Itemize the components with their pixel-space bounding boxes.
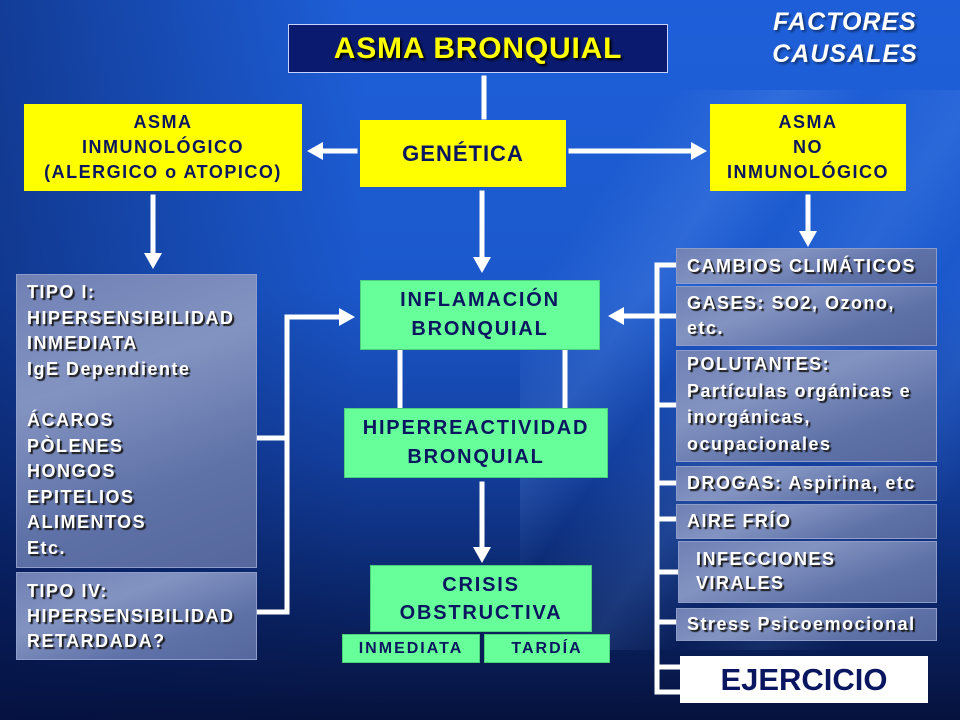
type-1-hypersensitivity-box: TIPO I: HIPERSENSIBILIDAD INMEDIATA IgE … [16,274,257,568]
factor-label: DROGAS: Aspirina, etc [687,473,916,493]
inflammation-line-1: INFLAMACIÓN [400,289,560,311]
trigger-item: Etc. [27,537,67,558]
factor-label: CAMBIOS CLIMÁTICOS [687,255,916,276]
factor-drugs: DROGAS: Aspirina, etc [676,466,937,501]
factor-label: VIRALES [696,573,785,593]
factor-label: GASES: SO2, Ozono, [687,293,896,313]
hyperreactivity-line-2: BRONQUIAL [407,446,545,468]
obstructive-crisis-box: CRISIS OBSTRUCTIVA [370,565,592,632]
immunologic-asthma-line-3: (ALERGICO o ATOPICO) [44,162,282,182]
crisis-phase-late: TARDÍA [484,634,610,663]
immunologic-asthma-box: ASMA INMUNOLÓGICO (ALERGICO o ATOPICO) [24,104,302,191]
type-1-line: INMEDIATA [27,333,138,354]
page-title-text: ASMA BRONQUIAL [333,31,623,65]
non-immunologic-asthma-line-3: INMUNOLÓGICO [727,162,889,182]
factor-exercise: EJERCICIO [680,656,928,703]
immunologic-asthma-line-2: INMUNOLÓGICO [82,137,244,157]
corner-caption-line-1: FACTORES [773,8,917,36]
type-1-triggers: ÁCAROS PÒLENES HONGOS EPITELIOS ALIMENTO… [27,408,256,562]
factor-label: AIRE FRÍO [687,511,792,531]
factor-label: POLUTANTES: [687,354,831,374]
trigger-item: HONGOS [27,461,117,482]
arrow-down-crisis-head [473,547,491,563]
trigger-item: PÒLENES [27,435,124,456]
crisis-phase-late-label: TARDÍA [511,640,583,657]
type-1-line: TIPO I: [27,282,96,302]
non-immunologic-asthma-line-2: NO [793,137,823,157]
type-4-line: HIPERSENSIBILIDAD [27,606,235,626]
type-4-line: RETARDADA? [27,631,166,651]
type-1-line: IgE Dependiente [27,358,191,379]
immunologic-asthma-line-1: ASMA [133,112,193,132]
arrow-to-inflammation-right-head [608,307,624,325]
arrow-down-non-immunologic-head [799,231,817,247]
arrow-down-genetics-head [473,257,491,273]
crisis-phase-immediate: INMEDIATA [342,634,480,663]
trigger-item: EPITELIOS [27,486,135,507]
type-4-hypersensitivity-box: TIPO IV: HIPERSENSIBILIDAD RETARDADA? [16,572,257,660]
non-immunologic-asthma-box: ASMA NO INMUNOLÓGICO [710,104,906,191]
factor-climate-changes: CAMBIOS CLIMÁTICOS [676,248,937,284]
arrow-down-immunologic-head [144,253,162,269]
factor-label: inorgánicas, [687,407,812,427]
factor-label: etc. [687,318,725,338]
page-title: ASMA BRONQUIAL [288,24,668,73]
crisis-phase-immediate-label: INMEDIATA [358,640,464,657]
trigger-item: ALIMENTOS [27,512,147,533]
factor-exercise-label: EJERCICIO [720,661,888,697]
factor-gases: GASES: SO2, Ozono, etc. [676,286,937,346]
arrow-to-immunologic-head [307,142,323,160]
trigger-item: ÁCAROS [27,409,115,430]
factor-label: ocupacionales [687,433,832,454]
arrow-to-non-immunologic-head [691,142,707,160]
hyperreactivity-line-1: HIPERREACTIVIDAD [362,417,590,439]
factor-psycho-emotional-stress: Stress Psicoemocional [676,608,937,641]
genetics-box: GENÉTICA [360,120,566,187]
type-1-line: HIPERSENSIBILIDAD [27,307,235,328]
type-4-line: TIPO IV: [27,581,109,601]
inflammation-line-2: BRONQUIAL [411,318,549,340]
hyperreactivity-box: HIPERREACTIVIDAD BRONQUIAL [344,408,608,478]
factor-cold-air: AIRE FRÍO [676,504,937,539]
factor-pollutants: POLUTANTES: Partículas orgánicas e inorg… [676,350,937,462]
factor-label: INFECCIONES [696,549,836,569]
factor-label: Stress Psicoemocional [687,614,916,634]
corner-caption: FACTORES CAUSALES [760,6,930,70]
corner-caption-line-2: CAUSALES [772,40,918,68]
type-1-description: TIPO I: HIPERSENSIBILIDAD INMEDIATA IgE … [27,280,256,382]
crisis-line-2: OBSTRUCTIVA [399,601,563,624]
arrow-to-inflammation-left-head [339,308,355,326]
inflammation-box: INFLAMACIÓN BRONQUIAL [360,280,600,350]
genetics-label: GENÉTICA [402,141,524,166]
non-immunologic-asthma-line-1: ASMA [778,112,838,132]
crisis-line-1: CRISIS [442,573,520,596]
factor-viral-infections: INFECCIONES VIRALES [678,541,937,603]
factor-label: Partículas orgánicas e [687,380,912,401]
